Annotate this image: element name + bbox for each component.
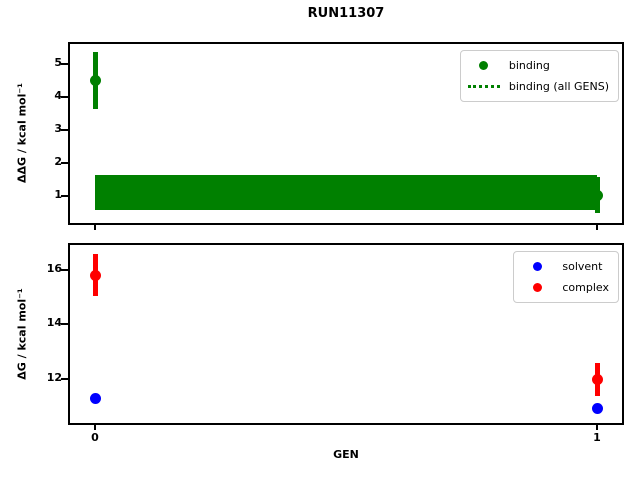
y-tick-mark (61, 63, 68, 65)
data-point-binding-gen1 (592, 190, 603, 201)
figure-title: RUN11307 (307, 6, 385, 21)
legend-marker-dot (479, 61, 489, 70)
legend-marker-dot (532, 283, 542, 292)
data-point-complex-gen0 (90, 270, 101, 281)
y-tick-label: 5 (54, 56, 62, 69)
x-tick-label: 1 (593, 431, 601, 444)
legend-label: solvent (562, 260, 603, 273)
legend-label: binding (all GENS) (508, 80, 609, 93)
x-axis-label: GEN (333, 448, 359, 461)
legend-item-complex: complex (521, 277, 609, 298)
data-point-binding-gen0 (90, 75, 101, 86)
legend-item-binding: binding (468, 55, 609, 76)
x-tick-mark (94, 425, 96, 430)
y-tick-mark (61, 269, 68, 271)
dot-icon (521, 262, 553, 271)
y-tick-label: 4 (54, 89, 62, 102)
legend-marker-dot (532, 262, 542, 271)
legend-marker-dotted-line (467, 85, 500, 88)
legend-label: complex (562, 281, 609, 294)
data-point-complex-gen1 (592, 374, 603, 385)
dot-icon (521, 283, 553, 292)
top-plot-axes: 1 2 3 4 5 binding binding (all GENS) (54, 42, 624, 230)
band-binding-all-gens (95, 175, 597, 210)
top-plot-ylabel: ΔΔG / kcal mol⁻¹ (15, 82, 29, 184)
y-tick-label: 14 (46, 316, 62, 329)
y-tick-mark (61, 323, 68, 325)
legend-item-binding-all-gens-: binding (all GENS) (467, 76, 609, 97)
y-tick-mark (61, 129, 68, 131)
x-tick-mark (596, 425, 598, 430)
x-tick-mark (94, 225, 96, 230)
y-tick-mark (61, 96, 68, 98)
legend: binding binding (all GENS) (459, 50, 619, 102)
legend-label: binding (508, 59, 550, 72)
bottom-plot-ylabel: ΔG / kcal mol⁻¹ (15, 288, 29, 380)
dot-icon (468, 61, 500, 70)
dotted-line-icon (467, 85, 500, 88)
y-tick-mark (61, 195, 68, 197)
legend: solvent complex (513, 251, 619, 303)
x-tick-label: 0 (91, 431, 99, 444)
data-point-solvent-gen1 (592, 403, 603, 414)
y-tick-label: 3 (54, 122, 62, 135)
legend-item-solvent: solvent (521, 256, 609, 277)
y-tick-label: 12 (46, 371, 62, 384)
bottom-plot-axes: 12 14 16 0 1 solvent complex (47, 243, 624, 444)
y-tick-label: 2 (54, 155, 62, 168)
data-point-solvent-gen0 (90, 393, 101, 404)
y-tick-label: 16 (46, 262, 62, 275)
y-tick-mark (61, 162, 68, 164)
x-tick-mark (596, 225, 598, 230)
y-tick-mark (61, 378, 68, 380)
y-tick-label: 1 (54, 188, 62, 201)
